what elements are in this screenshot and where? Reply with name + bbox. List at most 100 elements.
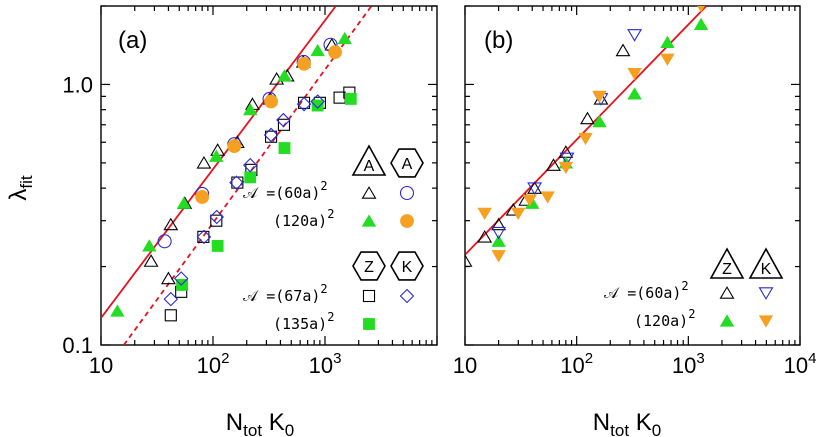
data-point xyxy=(592,90,607,103)
series xyxy=(465,43,631,267)
data-point xyxy=(210,214,223,227)
legend-marker xyxy=(362,289,376,303)
x-tick-label: 104 xyxy=(784,350,817,378)
legend-row-text: (135a) xyxy=(273,315,327,333)
data-point xyxy=(559,152,575,166)
legend-marker xyxy=(719,314,735,327)
legend-marker xyxy=(363,318,375,330)
legend-marker xyxy=(399,185,415,201)
data-point xyxy=(157,234,172,249)
x-tick-label: 10 xyxy=(89,353,113,378)
x-axis-title-a: Ntot K0 xyxy=(226,409,294,437)
panel-label: (a) xyxy=(118,27,147,54)
x-axis-title-sub: tot xyxy=(610,421,629,437)
x-axis-ticks xyxy=(100,6,438,345)
data-point xyxy=(227,139,242,153)
data-point xyxy=(660,53,675,66)
x-tick-label-base: 10 xyxy=(560,353,584,378)
x-axis-title-tail: K xyxy=(262,409,285,436)
x-tick-label-base: 10 xyxy=(309,353,333,378)
data-point xyxy=(264,130,278,143)
x-tick-label: 102 xyxy=(560,350,593,378)
y-axis-ticks xyxy=(465,5,800,346)
legend-row-exp: 2 xyxy=(688,307,695,321)
x-tick-label-exp: 4 xyxy=(808,350,816,367)
legend-badge-text: K xyxy=(402,259,413,276)
data-point xyxy=(164,309,177,322)
x-tick-label-exp: 2 xyxy=(221,350,229,367)
x-axis-title-tail-sub: 0 xyxy=(652,421,661,437)
legend-row-exp: 2 xyxy=(320,179,327,193)
data-point xyxy=(465,254,473,267)
legend-badge-text: A xyxy=(402,156,413,173)
x-tick-label-base: 10 xyxy=(672,353,696,378)
legend-badge: A xyxy=(390,148,424,178)
legend-row-exp: 2 xyxy=(327,310,334,324)
series xyxy=(110,31,352,317)
x-tick-label-base: 10 xyxy=(784,353,808,378)
series xyxy=(195,45,342,204)
plot-frame xyxy=(100,5,438,346)
data-point xyxy=(242,157,258,173)
series xyxy=(477,6,705,263)
x-tick-label: 103 xyxy=(309,350,342,378)
legend-row-text: (60a) xyxy=(636,284,681,302)
data-point xyxy=(143,254,159,267)
x-axis-title-tail: K xyxy=(629,409,652,436)
legend-badge: K xyxy=(390,251,424,281)
hexagon-icon xyxy=(390,251,424,281)
legend-row-label: (120a)2 xyxy=(273,207,334,230)
legend-row-exp: 2 xyxy=(320,282,327,296)
legend-marker xyxy=(758,287,774,300)
data-point xyxy=(209,149,224,162)
data-point xyxy=(196,155,212,169)
legend-badge: K xyxy=(748,247,784,279)
data-point xyxy=(546,158,561,171)
data-point xyxy=(491,226,507,240)
data-point xyxy=(173,271,189,286)
x-tick-label: 103 xyxy=(672,350,705,378)
data-point xyxy=(163,217,179,231)
data-point xyxy=(243,103,258,116)
series xyxy=(491,17,709,247)
legend-row-label: 𝒜 =(67a)2 xyxy=(243,282,328,305)
data-point xyxy=(477,229,493,243)
data-point xyxy=(296,96,312,112)
data-point xyxy=(163,291,179,307)
data-point xyxy=(310,43,325,57)
triangle-icon xyxy=(709,247,745,279)
series xyxy=(491,29,643,240)
triangle-icon xyxy=(351,144,387,176)
data-point xyxy=(337,31,352,45)
data-point xyxy=(229,175,244,190)
data-point xyxy=(527,182,543,196)
data-point xyxy=(627,68,642,81)
data-point xyxy=(540,191,555,204)
legend-row-text: (120a) xyxy=(273,212,327,230)
legend-row-text: (60a) xyxy=(275,184,320,202)
data-point xyxy=(211,240,224,252)
legend-badge-text: Z xyxy=(722,261,732,278)
legend-badge-text: K xyxy=(761,261,772,278)
legend-row-label: 𝒜 =(60a)2 xyxy=(243,179,328,202)
data-layer xyxy=(101,6,373,345)
legend-marker xyxy=(361,214,377,227)
data-point xyxy=(277,118,291,131)
legend-badge-text: Z xyxy=(364,259,374,276)
y-tick-label: 0.1 xyxy=(62,333,93,358)
legend-row-prefix: 𝒜 = xyxy=(604,284,636,302)
data-point xyxy=(592,114,607,128)
data-point xyxy=(276,112,291,128)
x-axis-ticks xyxy=(464,6,801,345)
y-axis-ticks xyxy=(101,5,437,346)
data-point xyxy=(491,250,506,263)
x-tick-label-exp: 3 xyxy=(696,350,704,367)
data-point xyxy=(244,171,257,184)
data-point xyxy=(615,43,631,57)
y-tick-label: 1.0 xyxy=(62,72,93,97)
triangle-icon xyxy=(748,247,784,279)
legend-marker xyxy=(361,186,377,199)
legend-badge: Z xyxy=(352,251,386,281)
